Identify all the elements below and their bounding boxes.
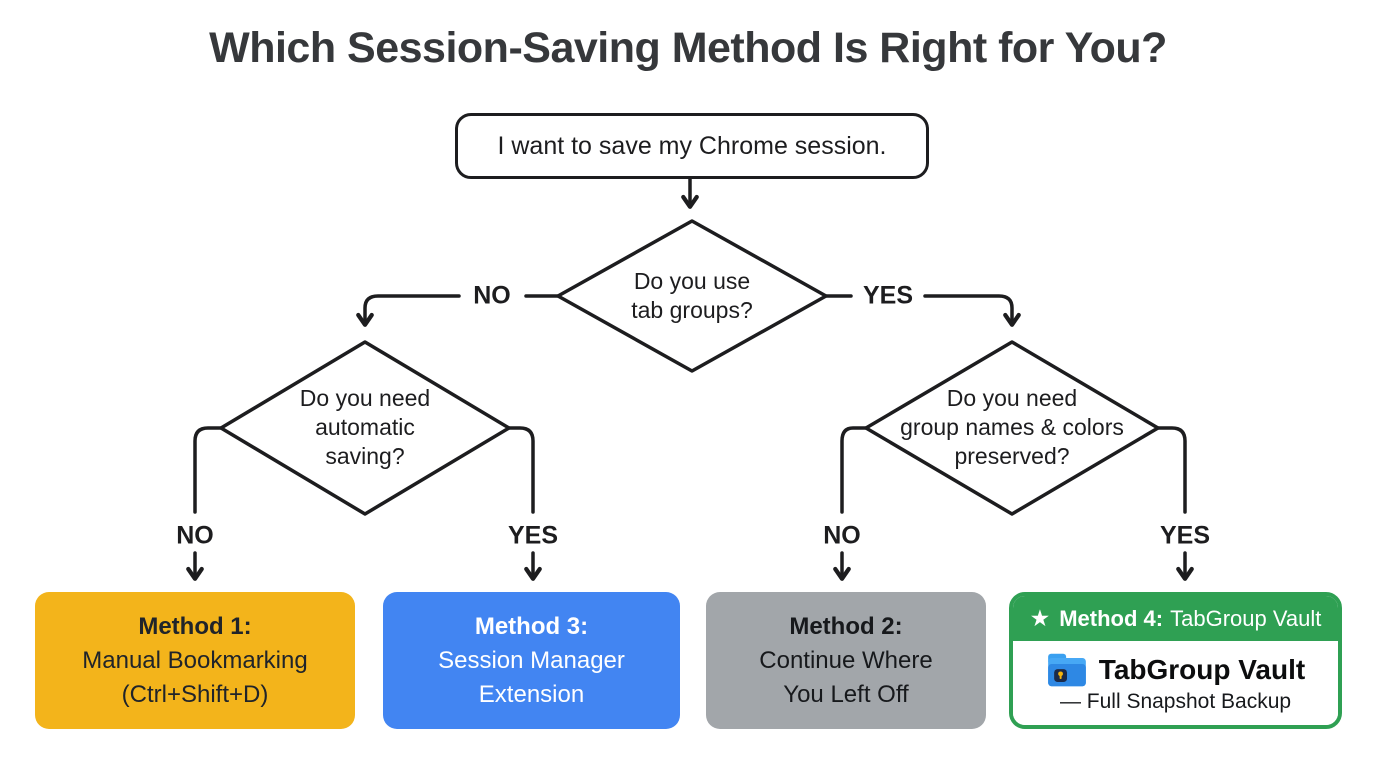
branch-label-no-group-names: NO (815, 521, 869, 551)
decision-diamond-group-names (864, 340, 1160, 516)
branch-label-no-tab-groups: NO (465, 281, 519, 311)
connector-d3-no (840, 426, 868, 514)
method4-box: ★ Method 4: TabGroup Vault TabGroup Vaul… (1009, 592, 1342, 729)
method4-product-name: TabGroup Vault (1098, 654, 1306, 685)
decision-diamond-auto-saving (219, 340, 511, 516)
connector-d1-no-b (356, 294, 461, 327)
method1-title: Method 1: (138, 612, 252, 640)
method2-line: Continue Where (759, 646, 933, 674)
decision-line: preserved? (954, 443, 1070, 469)
method4-header-title: Method 4: (1059, 605, 1164, 631)
connector-d2-no (193, 426, 223, 514)
decision-line: tab groups? (631, 297, 753, 323)
branch-label-no-auto-saving: NO (168, 521, 222, 551)
connector-d2-yes (507, 426, 535, 514)
decision-line: Do you need (299, 385, 431, 411)
method4-subtitle: — Full Snapshot Backup (1059, 690, 1292, 713)
decision-auto-saving-text: Do you need automatic saving? (255, 384, 475, 471)
method3-line: Extension (478, 680, 585, 708)
method4-body: TabGroup Vault — Full Snapshot Backup (1013, 641, 1338, 725)
branch-label-yes-auto-saving: YES (499, 521, 567, 551)
method1-box: Method 1: Manual Bookmarking (Ctrl+Shift… (35, 592, 355, 729)
start-node: I want to save my Chrome session. (455, 113, 929, 179)
folder-lock-icon (1047, 653, 1086, 687)
method1-line: (Ctrl+Shift+D) (121, 680, 269, 708)
method2-line: You Left Off (783, 680, 909, 708)
decision-line: group names & colors (900, 414, 1124, 440)
decision-tab-groups-text: Do you use tab groups? (582, 267, 802, 325)
connector-d1-yes-b (923, 294, 1021, 327)
star-icon: ★ (1029, 605, 1051, 631)
connector-d3-yes (1156, 426, 1187, 514)
page-title: Which Session-Saving Method Is Right for… (209, 24, 1167, 72)
method4-header-suffix: TabGroup Vault (1170, 605, 1322, 631)
decision-line: Do you need (946, 385, 1078, 411)
decision-line: saving? (325, 443, 405, 469)
method1-line: Manual Bookmarking (82, 646, 308, 674)
method4-header: ★ Method 4: TabGroup Vault (1013, 596, 1338, 641)
method2-box: Method 2: Continue Where You Left Off (706, 592, 986, 729)
branch-label-yes-tab-groups: YES (854, 281, 922, 311)
decision-group-names-text: Do you need group names & colors preserv… (852, 384, 1172, 471)
method3-title: Method 3: (474, 612, 589, 640)
method4-name-row: TabGroup Vault (1046, 652, 1305, 688)
method2-title: Method 2: (789, 612, 903, 640)
method3-box: Method 3: Session Manager Extension (383, 592, 680, 729)
start-node-label: I want to save my Chrome session. (497, 131, 887, 160)
method3-line: Session Manager (438, 646, 625, 674)
decision-line: automatic (315, 414, 415, 440)
branch-label-yes-group-names: YES (1151, 521, 1219, 551)
decision-diamond-tab-groups (556, 219, 828, 373)
decision-line: Do you use (633, 268, 751, 294)
